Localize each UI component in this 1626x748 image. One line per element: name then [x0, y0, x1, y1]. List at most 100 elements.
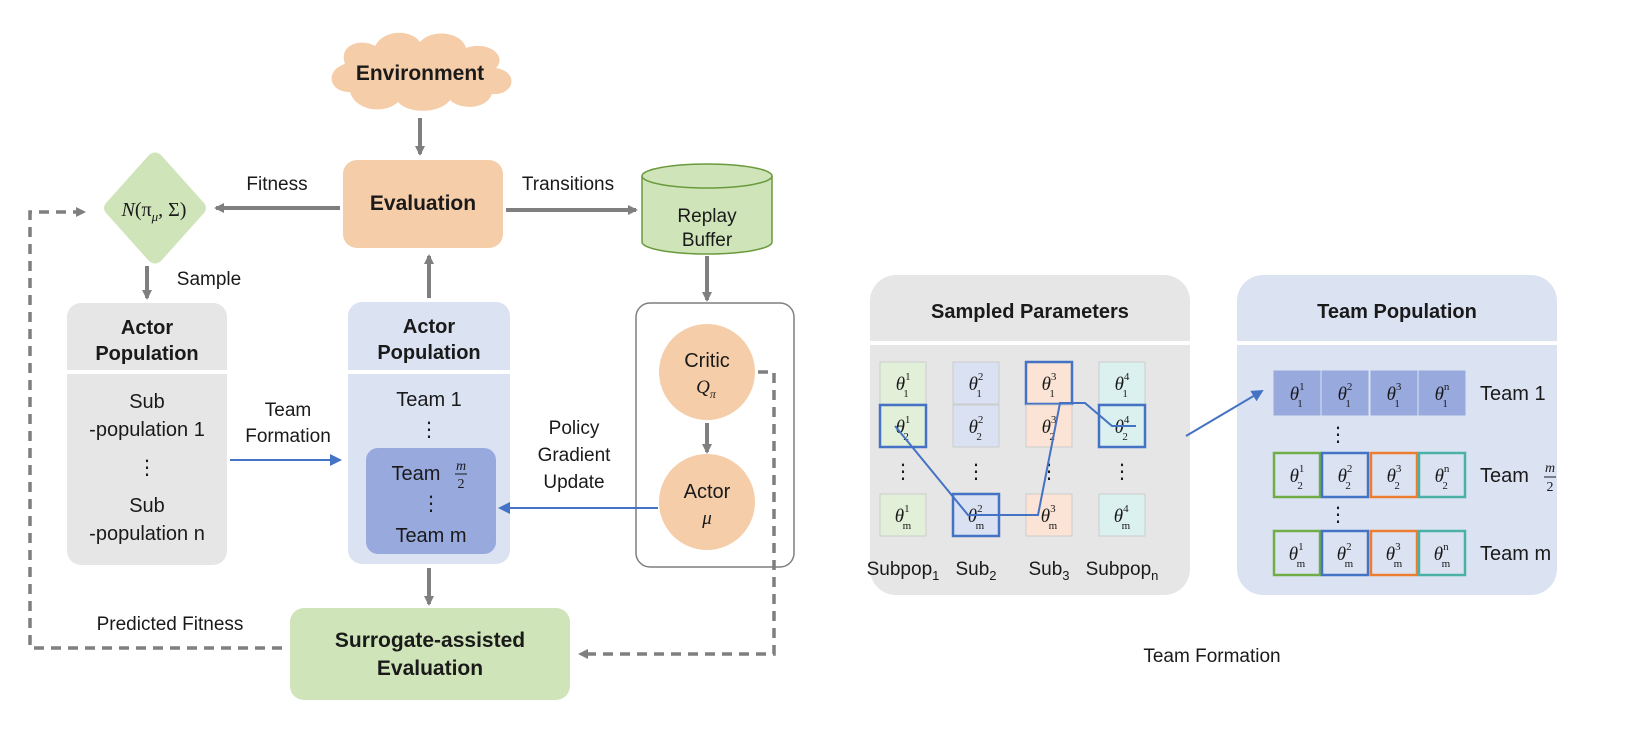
- surrogate-evaluation-box: [290, 608, 570, 700]
- param-cell-0-1: [878, 403, 928, 449]
- actor-population-left: Actor Population Sub -population 1 ⋮ Sub…: [67, 303, 227, 565]
- param-cell-0-0: [879, 361, 927, 405]
- sampled-dots-3: ⋮: [1112, 461, 1132, 483]
- team-formation-label-1: Team: [265, 400, 311, 421]
- evaluation-label: Evaluation: [370, 192, 476, 215]
- selection-path: [894, 402, 1136, 516]
- evaluation-box: [343, 160, 503, 248]
- sampled-parameters-title: Sampled Parameters: [931, 301, 1129, 323]
- actor-symbol: μ: [701, 508, 712, 529]
- team-cell-0-3: [1418, 370, 1466, 416]
- param-cell-3-2: [1098, 493, 1146, 537]
- subpop-line-1: Sub: [129, 391, 165, 413]
- arrow-to-team-1: [1185, 389, 1264, 437]
- critic-label: Critic: [684, 350, 730, 372]
- subpop-label-3: Subpopn: [1086, 559, 1159, 583]
- team-row-fraction-den: 2: [1547, 480, 1554, 495]
- team-row-label-1: Team: [1480, 465, 1529, 487]
- actor-node: Actor μ: [659, 454, 755, 550]
- team-cell-1-3: [1417, 451, 1467, 499]
- subpop-label-0: Subpop1: [867, 559, 940, 583]
- team-cell-1-2: [1369, 451, 1419, 499]
- team-row-label-0: Team 1: [1480, 383, 1546, 405]
- subpop-line-3: Sub: [129, 495, 165, 517]
- replay-buffer-label-1: Replay: [677, 206, 737, 227]
- transitions-label: Transitions: [522, 174, 614, 195]
- param-cell-0-2: [879, 493, 927, 537]
- actor-population-mid-title-1: Actor: [403, 316, 455, 338]
- team-dots-2: ⋮: [421, 493, 441, 515]
- subpop-line-2: -population 1: [89, 419, 205, 441]
- critic-symbol: Qπ: [696, 377, 717, 401]
- team-1-label: Team 1: [396, 389, 462, 411]
- environment-cloud: Environment: [331, 32, 512, 111]
- team-cell-2-1: [1320, 529, 1370, 577]
- subpop-label-1: Sub2: [955, 559, 996, 583]
- param-cell-3-0: [1098, 361, 1146, 405]
- policy-gradient-label-2: Gradient: [538, 445, 612, 466]
- team-cell-2-2: [1369, 529, 1419, 577]
- dashed-predicted-fitness: [28, 207, 282, 650]
- param-cell-2-0: [1024, 360, 1074, 406]
- team-cell-0-1: [1321, 370, 1369, 416]
- sampled-dots-2: ⋮: [1039, 461, 1059, 483]
- team-formation-caption: Team Formation: [1143, 646, 1280, 667]
- team-m2-denominator: 2: [458, 477, 465, 492]
- actor-population-middle: Actor Population Team 1 ⋮ Team m 2 ⋮ Tea…: [348, 302, 510, 564]
- predicted-fitness-label: Predicted Fitness: [97, 614, 244, 635]
- team-dots-0: ⋮: [1328, 424, 1348, 446]
- team-population-title: Team Population: [1317, 301, 1477, 323]
- team-cell-2-0: [1272, 529, 1322, 577]
- dashed-critic-to-surrogate: [578, 370, 776, 659]
- policy-gradient-label-1: Policy: [549, 418, 600, 439]
- team-cell-0-2: [1370, 370, 1418, 416]
- subpop-line-4: -population n: [89, 523, 205, 545]
- subpop-label-2: Sub3: [1028, 559, 1069, 583]
- actor-label: Actor: [684, 481, 731, 503]
- team-cell-2-3: [1417, 529, 1467, 577]
- sample-label: Sample: [177, 269, 241, 290]
- team-dots-1: ⋮: [1328, 504, 1348, 526]
- team-cell-1-0: [1272, 451, 1322, 499]
- policy-gradient-label-3: Update: [543, 472, 604, 493]
- surrogate-label-2: Evaluation: [377, 657, 483, 680]
- distribution-diamond: N(πμ, Σ): [104, 152, 206, 264]
- param-cell-2-1: [1025, 404, 1073, 448]
- replay-buffer-label-2: Buffer: [682, 230, 733, 251]
- replay-buffer-cylinder: Replay Buffer: [641, 163, 773, 255]
- team-formation-label-2: Formation: [245, 426, 331, 447]
- team-m2-numerator: m: [456, 459, 466, 474]
- team-m-label: Team m: [395, 525, 466, 547]
- team-population-panel: Team Population: [1237, 275, 1557, 595]
- actor-population-left-title-2: Population: [95, 343, 198, 365]
- team-cell-0-0: [1273, 370, 1321, 416]
- environment-label: Environment: [356, 62, 484, 85]
- team-row-fraction-num: m: [1545, 461, 1555, 476]
- team-row-label-2: Team m: [1480, 543, 1551, 565]
- distribution-formula: N(πμ, Σ): [121, 199, 187, 224]
- team-m2-label: Team: [392, 463, 441, 485]
- subpop-dots: ⋮: [137, 457, 157, 479]
- actor-population-mid-title-2: Population: [377, 342, 480, 364]
- team-dots-1: ⋮: [419, 419, 439, 441]
